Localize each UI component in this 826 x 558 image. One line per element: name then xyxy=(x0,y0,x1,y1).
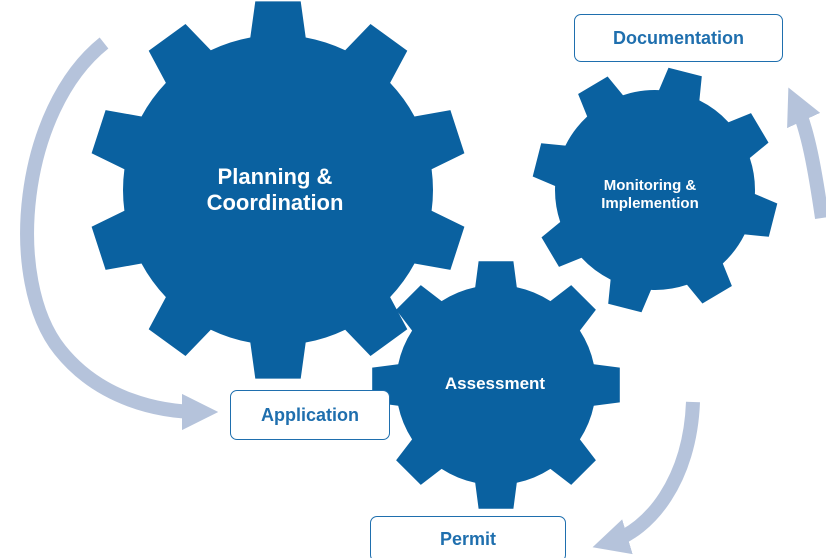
documentation-box: Documentation xyxy=(574,14,783,62)
monitoring-label-line1: Monitoring & xyxy=(603,177,697,194)
planning-label-line1: Planning & xyxy=(217,163,333,189)
monitoring-gear-label: Monitoring & Implemention xyxy=(570,170,730,220)
documentation-label: Documentation xyxy=(612,27,744,48)
assessment-gear xyxy=(372,261,620,509)
arrow-to-documentation xyxy=(787,87,826,220)
planning-gear xyxy=(91,1,465,379)
permit-label: Permit xyxy=(439,528,497,549)
application-label: Application xyxy=(261,404,359,425)
monitoring-label-line2: Implemention xyxy=(601,195,699,212)
planning-gear-label: Planning & Coordination xyxy=(175,155,375,225)
arrow-to-application xyxy=(20,37,219,431)
assessment-gear-label: Assessment xyxy=(435,370,555,398)
assessment-label: Assessment xyxy=(444,373,546,393)
monitoring-gear xyxy=(532,67,778,313)
application-box: Application xyxy=(230,390,390,440)
arrow-to-permit xyxy=(592,401,700,555)
planning-label-line2: Coordination xyxy=(206,190,344,215)
permit-box: Permit xyxy=(370,516,566,558)
